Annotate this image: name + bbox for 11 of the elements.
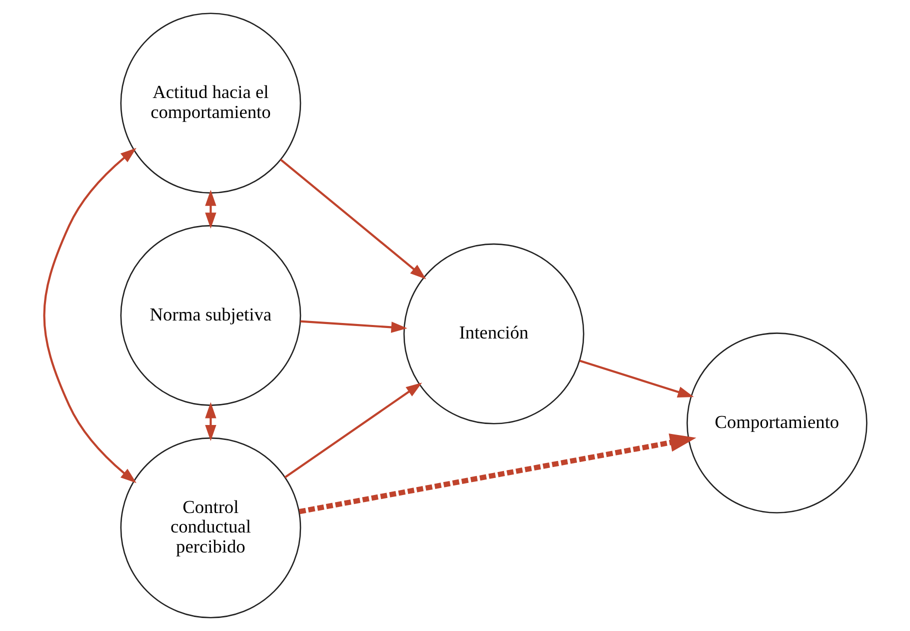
arrow: [284, 382, 422, 478]
arrow: [300, 320, 407, 333]
arrow: [42, 148, 136, 484]
arrow: [204, 402, 216, 442]
node-circle: Intención: [402, 243, 584, 424]
node-circle: Norma subjetiva: [120, 225, 301, 406]
node-circle: Comportamiento: [686, 332, 867, 514]
arrow: [298, 434, 696, 514]
arrow: [204, 190, 216, 229]
arrow: [578, 360, 694, 398]
arrow: [279, 158, 426, 280]
